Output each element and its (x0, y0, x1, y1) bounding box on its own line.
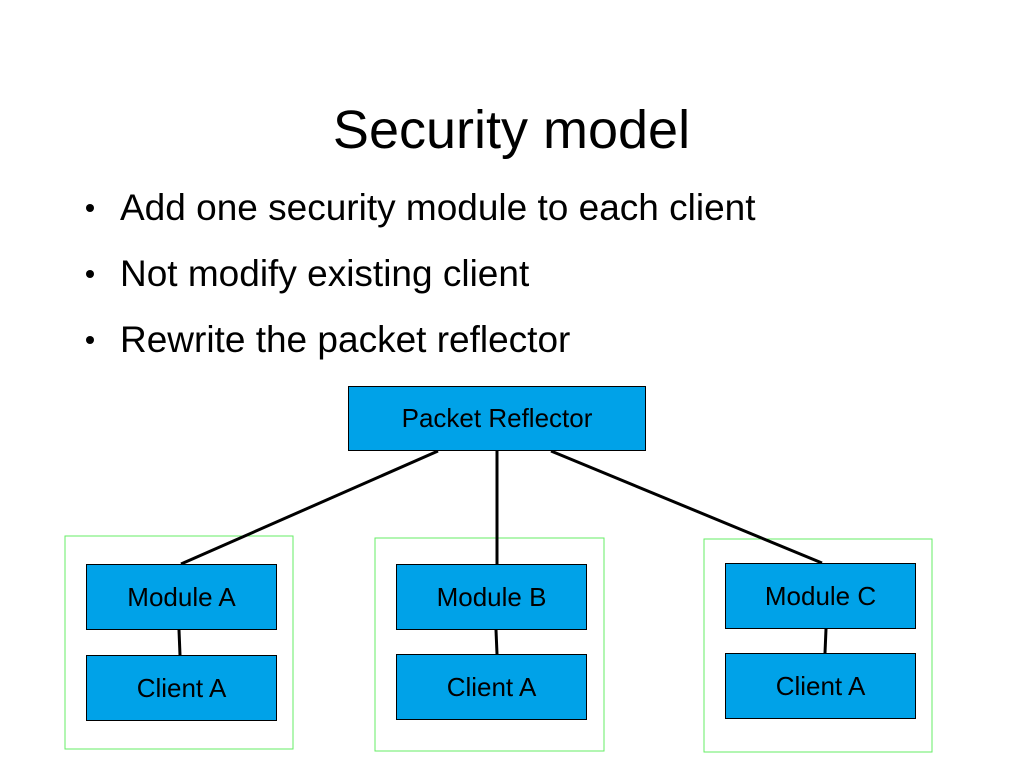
bullet-dot-icon (86, 204, 94, 212)
module-a-box: Module A (86, 564, 277, 630)
module-a-to-client-connector (177, 629, 182, 656)
client-box-group-b: Client A (396, 654, 587, 720)
client-box-group-a: Client A (86, 655, 277, 721)
bullet-item: Rewrite the packet reflector (86, 316, 756, 382)
bullet-list: Add one security module to each client N… (86, 184, 756, 382)
bullet-text: Rewrite the packet reflector (120, 319, 571, 360)
bullet-dot-icon (86, 336, 94, 344)
packet-reflector-box: Packet Reflector (348, 386, 646, 451)
bullet-item: Not modify existing client (86, 250, 756, 316)
bullet-text: Not modify existing client (120, 253, 530, 294)
group-frame-a (64, 535, 294, 750)
group-frame-c (703, 538, 933, 753)
module-b-to-client-connector (494, 629, 499, 655)
reflector-to-module-a-connector (180, 449, 439, 566)
bullet-text: Add one security module to each client (120, 187, 756, 228)
module-c-to-client-connector (823, 628, 828, 654)
bullet-item: Add one security module to each client (86, 184, 756, 250)
module-b-box: Module B (396, 564, 587, 630)
bullet-dot-icon (86, 270, 94, 278)
module-c-box: Module C (725, 563, 916, 629)
group-frame-b (374, 537, 605, 752)
client-box-group-c: Client A (725, 653, 916, 719)
slide-title: Security model (332, 100, 691, 160)
reflector-to-module-c-connector (550, 449, 823, 565)
